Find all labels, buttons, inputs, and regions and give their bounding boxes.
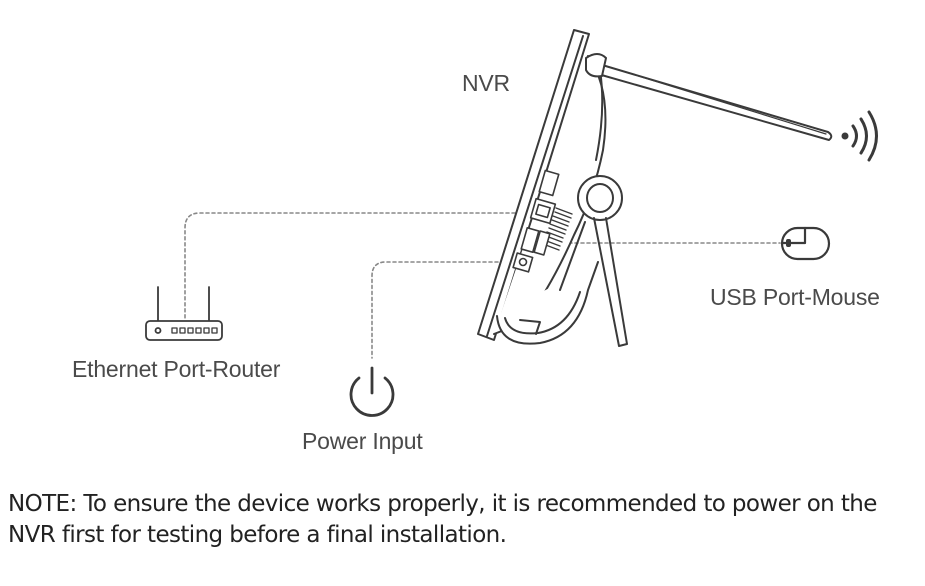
installation-note: NOTE: To ensure the device works properl… xyxy=(8,491,877,548)
power-input-label: Power Input xyxy=(302,428,423,454)
router-icon xyxy=(145,286,223,341)
dc-power-port-pin xyxy=(518,257,528,267)
power-icon xyxy=(349,366,395,417)
nvr-screen-inner-edge xyxy=(486,35,584,337)
nvr-label: NVR xyxy=(462,70,510,96)
nvr-kickstand-arm xyxy=(559,221,586,291)
hdmi-port xyxy=(538,169,560,197)
nvr-stand-base xyxy=(496,261,599,345)
power-connection-line xyxy=(371,261,517,359)
nvr-hinge-inner xyxy=(586,183,614,213)
usb-port-a xyxy=(520,226,540,254)
nvr-stand-base-inner xyxy=(504,291,581,335)
nvr-device xyxy=(477,29,833,347)
usb-port-b xyxy=(533,230,551,256)
nvr-hinge xyxy=(577,175,623,221)
connection-lines xyxy=(184,212,781,359)
ethernet-port-inner xyxy=(535,203,551,219)
connection-diagram xyxy=(145,29,878,417)
nvr-antenna xyxy=(585,53,833,141)
nvr-ports xyxy=(512,169,560,273)
usb-port-mouse-label: USB Port-Mouse xyxy=(710,284,880,310)
nvr-screen-panel xyxy=(477,29,590,341)
ethernet-connection-line xyxy=(184,212,534,321)
nvr-kickstand-leg xyxy=(593,217,628,347)
antenna-seam xyxy=(605,65,827,135)
wifi-signal-icon xyxy=(841,110,878,162)
nvr-stand-base-slot xyxy=(519,319,541,335)
nvr-housing-ridge xyxy=(595,69,604,161)
mouse-icon xyxy=(780,226,831,261)
antenna-joint xyxy=(585,53,607,78)
ethernet-port xyxy=(529,197,557,225)
ethernet-port-router-label: Ethernet Port-Router xyxy=(72,356,281,382)
dc-power-port xyxy=(512,252,534,273)
antenna-body xyxy=(591,61,833,141)
